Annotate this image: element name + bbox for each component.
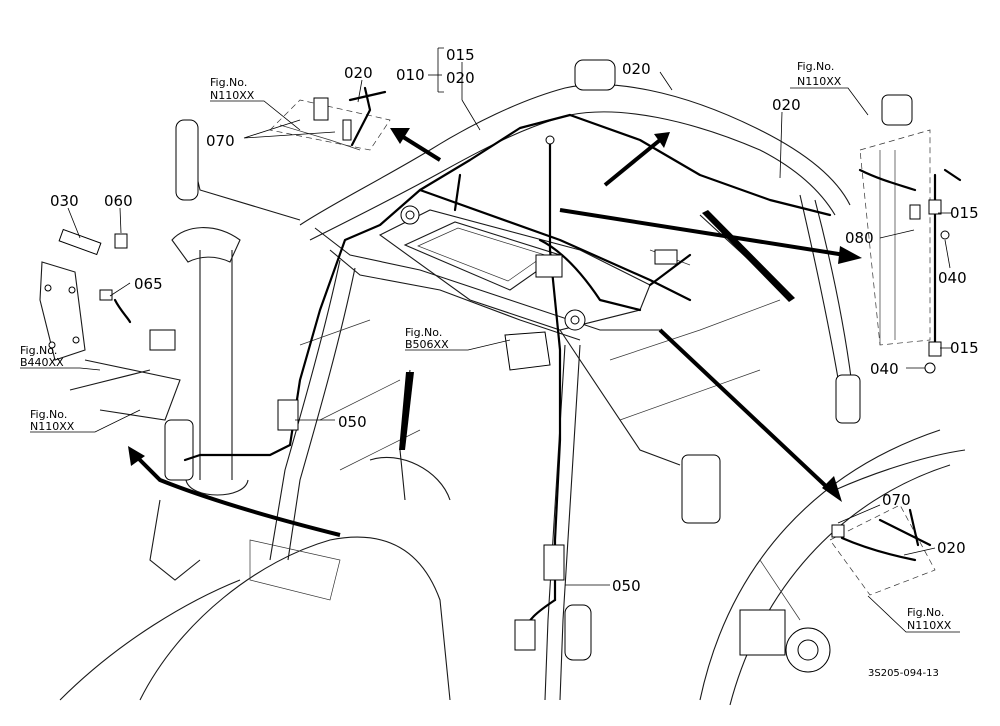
figref-top-right-line2: N110XX [797,75,842,88]
part-label-050-bottom: 050 [612,577,641,595]
part-label-010: 010 [396,66,425,84]
part-label-020-top: 020 [446,69,475,87]
figref-top-right-line1: Fig.No. [797,60,834,73]
part-label-060: 060 [104,192,133,210]
part-label-040-bottom: 040 [870,360,899,378]
figref-b440-line2: B440XX [20,356,64,369]
drawing-code: 3S205-094-13 [868,668,939,679]
part-label-015-right-bottom: 015 [950,339,979,357]
direction-arrows [128,128,862,537]
figref-n110-left-line1: Fig.No. [30,408,67,421]
part-label-030: 030 [50,192,79,210]
figure-references: Fig.No. N110XX Fig.No. N110XX Fig.No. B4… [20,60,952,632]
part-label-020-middle: 020 [622,60,651,78]
part-label-070-bottom: 070 [882,491,911,509]
part-label-020-right: 020 [772,96,801,114]
figref-top-left-line1: Fig.No. [210,76,247,89]
part-label-070-left: 070 [206,132,235,150]
figref-b506-line1: Fig.No. [405,326,442,339]
part-label-015-right-top: 015 [950,204,979,222]
inset-left-bracket [39,228,181,421]
part-number-labels: 015 010 020 020 020 020 070 030 060 065 … [50,46,979,595]
part-label-015-top: 015 [446,46,475,64]
figref-n110-left-line2: N110XX [30,420,75,433]
part-label-020-bottom: 020 [937,539,966,557]
figref-bottom-right-line1: Fig.No. [907,606,944,619]
figref-b506-line2: B506XX [405,338,449,351]
part-label-065: 065 [134,275,163,293]
figref-bottom-right-line2: N110XX [907,619,952,632]
inset-bottom-right [829,504,936,596]
wiring-harness [183,113,832,651]
cab-outline [59,59,966,706]
leader-lines [20,47,960,633]
part-label-050-left: 050 [338,413,367,431]
figref-top-left-line2: N110XX [210,89,255,102]
part-label-040-right: 040 [938,269,967,287]
inset-top-right [858,129,962,374]
inset-top-left [269,86,391,151]
figref-b440-line1: Fig.No. [20,344,57,357]
part-label-020-left: 020 [344,64,373,82]
part-label-080: 080 [845,229,874,247]
